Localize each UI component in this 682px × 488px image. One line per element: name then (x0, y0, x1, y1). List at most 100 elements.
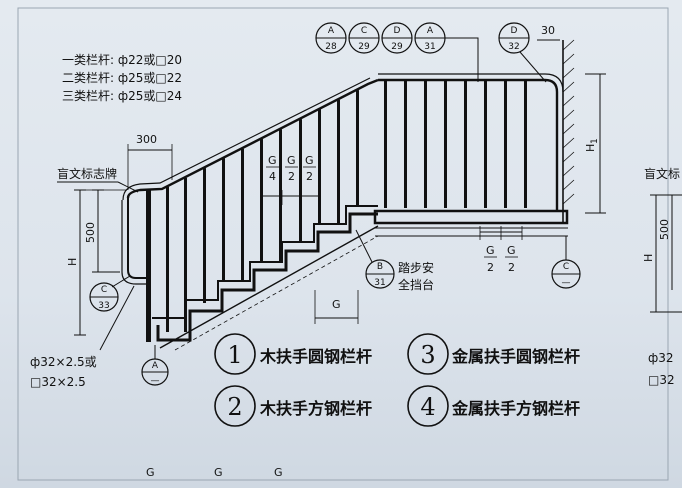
rail-spec-1: 一类栏杆: ф22或□20 (62, 52, 182, 67)
baluster (260, 139, 263, 262)
callout-2: C 29 (348, 22, 380, 54)
bottom-mark-3: G (274, 466, 283, 479)
landing-slab (373, 209, 569, 237)
dim-H1-sub: 1 (590, 138, 600, 144)
callout-3-top: D (394, 26, 401, 36)
dim-500-left: 500 (84, 222, 97, 243)
svg-text:2: 2 (288, 170, 295, 183)
legend-item-3: 3 金属扶手圆钢栏杆 (407, 333, 580, 375)
svg-text:31: 31 (374, 278, 385, 288)
baluster (404, 80, 407, 208)
legend-text-1: 木扶手圆钢栏杆 (259, 347, 372, 366)
baluster (504, 80, 507, 208)
pipe-round-text: ф32×2.5或 (30, 355, 97, 369)
svg-text:C: C (101, 285, 107, 295)
rail-spec-2: 二类栏杆: ф25或□22 (62, 70, 182, 85)
svg-text:G: G (507, 244, 516, 257)
braille-sign-right: 盲文标 (644, 166, 680, 181)
baluster (484, 80, 487, 208)
legend-item-1: 1 木扶手圆钢栏杆 (214, 333, 372, 375)
callout-1: A 28 (315, 22, 347, 54)
toe-guard-line2: 全挡台 (398, 277, 434, 292)
dim-H1-label: H (584, 144, 597, 152)
baluster (203, 168, 206, 303)
stair-flight (152, 205, 379, 351)
dim-H-left: H (66, 258, 79, 266)
balusters-stair (166, 90, 359, 332)
svg-text:G: G (268, 154, 277, 167)
dim-H1 (585, 73, 606, 214)
legend-num-4: 4 (420, 393, 435, 421)
marker-b31: B 31 (355, 229, 395, 289)
right-partial-drawing: 盲文标 500 H ф32 □32 (642, 166, 682, 387)
svg-text:B: B (377, 262, 383, 272)
braille-sign-label: 盲文标志牌 (57, 166, 139, 193)
wall-hatch (562, 39, 575, 223)
balusters-landing (384, 80, 527, 208)
baluster (444, 80, 447, 208)
legend-num-3: 3 (420, 341, 435, 369)
legend: 1 木扶手圆钢栏杆 3 金属扶手圆钢栏杆 2 木扶手方钢栏杆 4 金属扶手方钢栏… (214, 333, 580, 427)
bottom-mark-2: G (214, 466, 223, 479)
marker-c33: C 33 (89, 275, 131, 312)
svg-text:4: 4 (269, 170, 276, 183)
svg-text:2: 2 (306, 170, 313, 183)
svg-text:2: 2 (487, 261, 494, 274)
bottom-marks: G G G (146, 466, 283, 479)
svg-text:—: — (151, 376, 160, 386)
callout-1-top: A (328, 26, 335, 36)
callout-1-bottom: 28 (325, 42, 337, 52)
svg-text:33: 33 (98, 301, 109, 311)
callout-5: D 32 (498, 22, 547, 83)
dim-landing-g: G 2 G 2 (479, 226, 523, 274)
newel-post (146, 190, 151, 342)
legend-text-3: 金属扶手圆钢栏杆 (451, 347, 580, 366)
baluster (464, 80, 467, 208)
baluster (318, 109, 321, 224)
callout-4-bottom: 31 (424, 42, 435, 52)
baluster (424, 80, 427, 208)
callout-group-top: A 28 C 29 D 29 A 31 D 32 30 (315, 22, 560, 83)
svg-text:A: A (152, 361, 159, 371)
legend-item-2: 2 木扶手方钢栏杆 (214, 385, 372, 427)
baluster (222, 158, 225, 282)
bottom-mark-1: G (146, 466, 155, 479)
svg-text:G: G (305, 154, 314, 167)
svg-text:G: G (332, 298, 341, 311)
baluster (299, 119, 302, 243)
marker-c: C — (551, 236, 581, 289)
marker-a: A — (141, 345, 169, 386)
legend-num-2: 2 (227, 393, 242, 421)
dim-500-right: 500 (658, 219, 671, 240)
pipe-spec: ф32×2.5或 □32×2.5 (30, 285, 135, 389)
baluster (184, 177, 187, 332)
toe-guard-line1: 踏步安 (398, 260, 434, 275)
baluster (166, 186, 169, 332)
dim-tread: 300 (127, 133, 173, 190)
dim-g-fractions: G 4 G 2 G 2 (261, 154, 321, 205)
handrail (121, 73, 564, 285)
callout-leader (445, 37, 479, 82)
callout-3: D 29 (381, 22, 413, 54)
callout-3-bottom: 29 (391, 42, 403, 52)
baluster (337, 99, 340, 224)
baluster (241, 148, 244, 282)
legend-text-4: 金属扶手方钢栏杆 (451, 399, 580, 418)
callout-5-bottom: 32 (508, 42, 519, 52)
svg-text:2: 2 (508, 261, 515, 274)
baluster (384, 80, 387, 208)
dim-top-gap: 30 (541, 24, 555, 37)
svg-text:C: C (563, 262, 569, 272)
rail-spec-3: 三类栏杆: ф25或□24 (62, 88, 182, 103)
pipe-round-right: ф32 (648, 351, 674, 365)
callout-4-top: A (427, 26, 434, 36)
callout-5-top: D (511, 26, 518, 36)
callout-2-bottom: 29 (358, 42, 370, 52)
dim-left-heights (74, 189, 126, 336)
svg-text:G: G (287, 154, 296, 167)
svg-text:300: 300 (136, 133, 157, 146)
legend-text-2: 木扶手方钢栏杆 (259, 399, 372, 418)
pipe-square-text: □32×2.5 (30, 375, 86, 389)
